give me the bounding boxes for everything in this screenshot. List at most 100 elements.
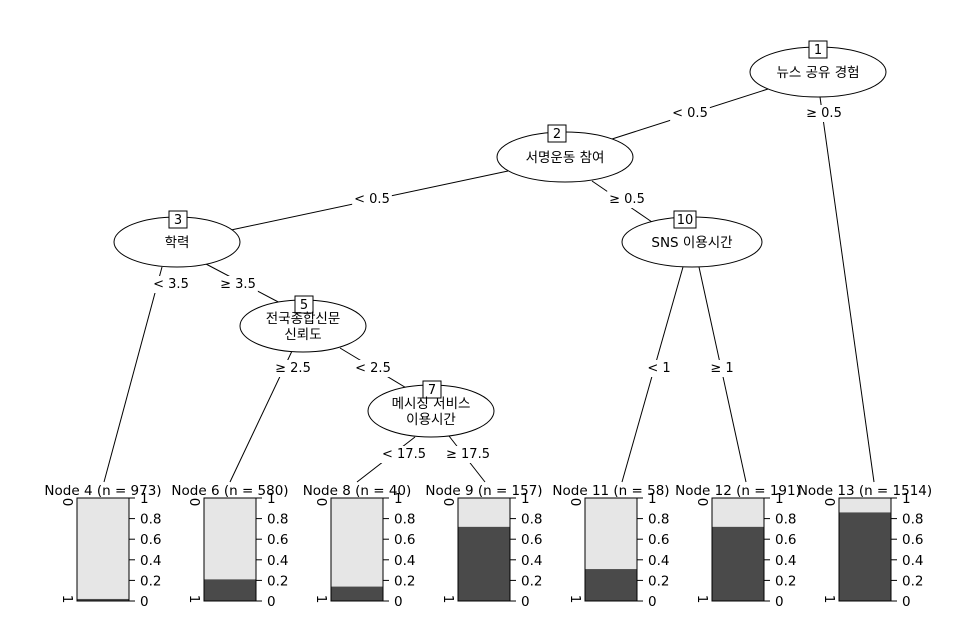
axis-tick-label: 0.2 [775,573,796,589]
left-axis-label-top: 0 [821,498,837,507]
node-id-label: 5 [300,298,308,313]
axis-tick-label: 0.8 [902,512,923,528]
bar-segment-class-1 [839,512,891,601]
edge-label-background [804,105,844,122]
edge-1-to-13 [819,96,875,483]
axis-tick-label: 0.6 [267,532,288,548]
node-variable-label: SNS 이용시간 [651,235,732,251]
edge-label-5-to-7: < 2.5 [355,361,391,376]
axis-tick-label: 0.2 [394,573,415,589]
edge-label-3-to-4: < 3.5 [153,277,189,292]
axis-tick-label: 0 [902,594,911,610]
left-axis-label-top: 0 [186,498,202,507]
axis-tick-label: 1 [140,491,149,507]
node-variable-label: 학력 [165,235,190,251]
edge-label-3-to-5: ≥ 3.5 [220,277,256,292]
edge-labels-layer: < 0.5≥ 0.5< 0.5≥ 0.5< 3.5≥ 3.5≥ 2.5< 2.5… [151,105,844,463]
axis-tick-label: 0.6 [394,532,415,548]
terminal-node-title: Node 12 (n = 191) [675,483,801,499]
bar-segment-class-0 [77,498,129,599]
bar-segment-class-0 [839,498,891,513]
edge-label-background [670,105,710,122]
edge-label-10-to-12: ≥ 1 [710,361,733,376]
inner-node-3: 3 학력 [113,210,241,268]
node-id-label: 2 [553,127,561,142]
axis-tick-label: 0 [267,594,276,610]
node-variable-label: 뉴스 공유 경험 [776,65,859,81]
node-id-label: 3 [174,213,182,228]
bar-frame [330,497,384,602]
edge-label-background [708,360,736,377]
left-axis-label-bottom: 1 [313,595,329,604]
bar-segment-class-0 [331,498,383,587]
axis-tick-label: 0.8 [267,512,288,528]
axis-tick-label: 0.8 [521,512,542,528]
edge-label-background [353,360,393,377]
edge-label-10-to-11: < 1 [647,361,670,376]
node-variable-label: 서명운동 참여 [526,150,605,166]
bar-frame [203,497,257,602]
bar-segment-class-0 [585,498,637,570]
node-id-label: 7 [428,383,436,398]
axis-tick-label: 0.4 [648,553,669,569]
axis-tick-label: 0.4 [775,553,796,569]
axis-tick-label: 0 [140,594,149,610]
axis-tick-label: 0.8 [394,512,415,528]
axis-tick-label: 0.6 [648,532,669,548]
edge-label-background [380,446,428,463]
node-id-box [168,210,188,229]
axis-tick-label: 0.6 [902,532,923,548]
edge-label-background [151,276,191,293]
left-axis-label-bottom: 1 [821,595,837,604]
axis-tick-label: 1 [521,491,530,507]
axis-tick-label: 0 [775,594,784,610]
left-axis-label-bottom: 1 [186,595,202,604]
bar-frame [457,497,511,602]
axis-tick-label: 0 [521,594,530,610]
edge-label-background [444,446,492,463]
terminal-node-title: Node 11 (n = 58) [552,483,669,499]
edge-label-1-to-2: < 0.5 [672,106,708,121]
bar-segment-class-1 [331,586,383,601]
axis-tick-label: 1 [394,491,403,507]
axis-tick-label: 0.8 [648,512,669,528]
bar-segment-class-1 [77,598,129,601]
edge-label-7-to-8: < 17.5 [382,447,426,462]
edge-label-2-to-3: < 0.5 [354,192,390,207]
bar-frame [76,497,130,602]
axis-tick-label: 0.2 [902,573,923,589]
axis-tick-label: 0.2 [267,573,288,589]
axis-tick-label: 0.2 [140,573,161,589]
terminal-node-title: Node 9 (n = 157) [425,483,542,499]
edge-label-1-to-13: ≥ 0.5 [806,106,842,121]
node-id-box [673,210,697,229]
terminal-node-title: Node 8 (n = 40) [303,483,412,499]
node-id-label: 1 [814,43,822,58]
edge-label-2-to-10: ≥ 0.5 [609,192,645,207]
bar-frame [584,497,638,602]
left-axis-label-bottom: 1 [440,595,456,604]
axis-tick-label: 0 [648,594,657,610]
axis-tick-label: 1 [902,491,911,507]
axis-tick-label: 0.8 [140,512,161,528]
left-axis-label-top: 0 [313,498,329,507]
left-axis-label-top: 0 [59,498,75,507]
axis-tick-label: 0.2 [521,573,542,589]
edge-label-7-to-9: ≥ 17.5 [446,447,490,462]
terminal-node-title: Node 4 (n = 973) [44,483,161,499]
axis-tick-label: 1 [267,491,276,507]
edge-label-background [273,360,313,377]
bar-frame [838,497,892,602]
bar-segment-class-1 [458,526,510,601]
